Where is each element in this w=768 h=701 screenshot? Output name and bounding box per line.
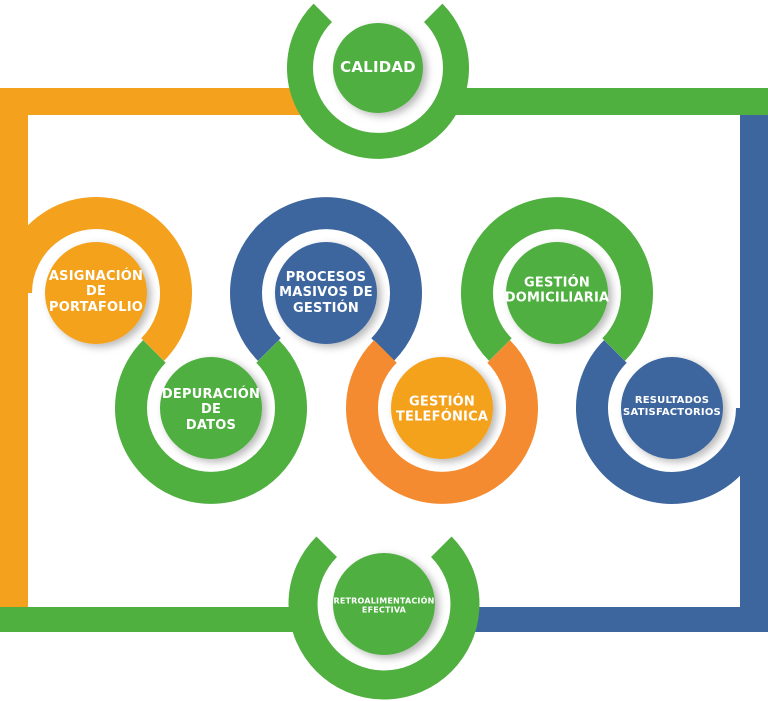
calidad-label: CALIDAD bbox=[340, 58, 416, 77]
label-line: CALIDAD bbox=[340, 58, 416, 77]
label-line: GESTIÓN bbox=[524, 275, 590, 291]
frame-right-bar bbox=[740, 115, 768, 632]
label-line: DE bbox=[200, 402, 222, 418]
label-line: DE bbox=[85, 284, 107, 300]
depuracion-label: DEPURACIÓN DE DATOS bbox=[162, 387, 260, 433]
label-line: ASIGNACIÓN bbox=[48, 269, 144, 285]
resultados-circle bbox=[621, 357, 723, 459]
label-line: GESTIÓN bbox=[409, 394, 475, 410]
frame-top-left-bar bbox=[0, 88, 305, 115]
label-line: PORTAFOLIO bbox=[48, 299, 144, 315]
label-line: DOMICILIARIA bbox=[504, 291, 610, 306]
label-line: DATOS bbox=[185, 417, 237, 433]
calidad-ring bbox=[287, 3, 469, 159]
retro-ring bbox=[288, 536, 480, 700]
retro-label: RETROALIMENTACIÓN EFECTIVA bbox=[334, 597, 435, 616]
asignacion-label: ASIGNACIÓN DE PORTAFOLIO bbox=[49, 269, 143, 315]
label-line: SATISFACTORIOS bbox=[623, 407, 721, 418]
label-line: RETROALIMENTACIÓN bbox=[333, 596, 435, 606]
procesos-label: PROCESOS MASIVOS DE GESTIÓN bbox=[279, 270, 373, 316]
telefonica-circle bbox=[391, 357, 493, 459]
retro-circle bbox=[333, 553, 435, 655]
depuracion-circle bbox=[160, 357, 262, 459]
frame-left-bar bbox=[0, 88, 28, 608]
procesos-ring bbox=[230, 197, 422, 361]
frame-top-right-bar bbox=[455, 88, 768, 115]
domiciliaria-label: GESTIÓN DOMICILIARIA bbox=[505, 276, 609, 307]
frame-bottom-left-bar bbox=[0, 607, 310, 632]
domiciliaria-ring bbox=[461, 197, 653, 361]
domiciliaria-circle bbox=[506, 242, 608, 344]
resultados-ring bbox=[576, 340, 768, 504]
frame-bottom-right-bar bbox=[455, 607, 768, 632]
resultados-label: RESULTADOS SATISFACTORIOS bbox=[623, 395, 721, 419]
label-line: TELEFÓNICA bbox=[395, 410, 489, 425]
label-line: EFECTIVA bbox=[361, 606, 407, 615]
procesos-circle bbox=[275, 242, 377, 344]
label-line: MASIVOS DE bbox=[279, 285, 373, 301]
label-line: PROCESOS bbox=[285, 270, 367, 286]
label-line: GESTIÓN bbox=[293, 300, 359, 316]
asignacion-ring bbox=[0, 197, 192, 361]
depuracion-ring bbox=[115, 340, 307, 504]
asignacion-circle bbox=[45, 242, 147, 344]
label-line: DEPURACIÓN bbox=[161, 387, 261, 403]
label-line: RESULTADOS bbox=[634, 395, 710, 407]
calidad-circle bbox=[333, 23, 423, 113]
telefonica-ring bbox=[346, 340, 538, 504]
telefonica-label: GESTIÓN TELEFÓNICA bbox=[396, 395, 488, 426]
